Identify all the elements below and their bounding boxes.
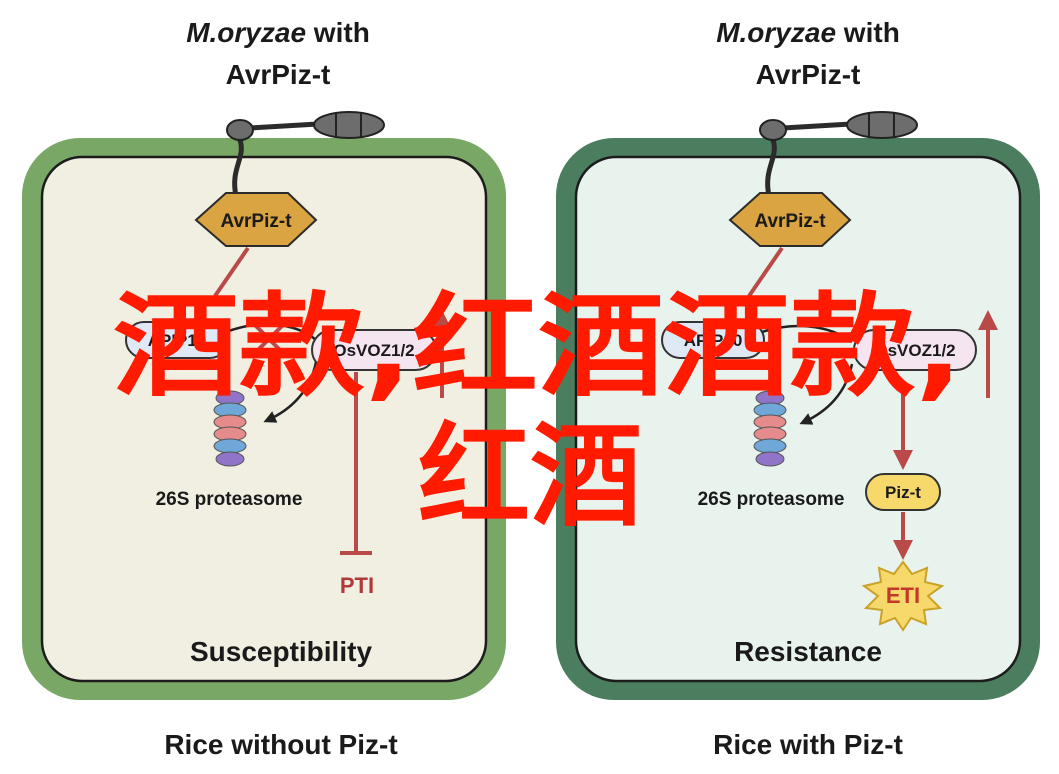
effector-hexagon: [194, 192, 318, 247]
pizt-oval: [865, 473, 941, 511]
proteasome-label: 26S proteasome: [156, 489, 303, 510]
effector-apip-link: [213, 246, 250, 298]
effector-apip-link: [747, 246, 784, 298]
title-with: with: [306, 17, 370, 48]
apip10-oval: [661, 321, 765, 359]
outcome-label: Resistance: [734, 636, 882, 667]
pti-label: PTI: [340, 573, 374, 598]
eti-label: ETI: [886, 583, 920, 608]
osvoz-proteasome-arrow: [799, 363, 854, 425]
osvoz-oval: [311, 329, 437, 371]
panel-title-line1: M.oryzae with: [186, 17, 370, 48]
osvoz-label: OsVOZ1/2: [874, 341, 955, 360]
proteasome-icon: [213, 390, 247, 467]
title-with: with: [836, 17, 900, 48]
watermark-line2: 红酒: [418, 412, 642, 542]
inhibition-cross-icon: [253, 323, 285, 355]
pizt-label: Piz-t: [885, 483, 921, 502]
panel-title-line2: AvrPiz-t: [226, 59, 331, 90]
effector-label: AvrPiz-t: [220, 211, 292, 232]
panel-susceptibility: M.oryzae with AvrPiz-t AvrPiz-t APIP10: [22, 17, 506, 760]
osvoz-label: OsVOZ1/2: [333, 341, 414, 360]
eti-burst-icon: [861, 560, 945, 632]
watermark-line1: 酒款,红酒酒款,: [113, 282, 963, 412]
osvoz-proteasome-arrow: [263, 361, 318, 423]
fungus-icon: [759, 111, 918, 197]
effector-label: AvrPiz-t: [754, 211, 826, 232]
proteasome-icon: [753, 390, 787, 467]
panel-resistance: M.oryzae with AvrPiz-t AvrPiz-t APIP10 O…: [556, 17, 1040, 760]
apip-osvoz-link: [225, 323, 317, 341]
osvoz-oval: [853, 329, 977, 371]
panel-caption: Rice with Piz-t: [713, 729, 903, 760]
panel-title-line1: M.oryzae with: [716, 17, 900, 48]
proteasome-label: 26S proteasome: [698, 489, 845, 510]
pathogen-name: M.oryzae: [716, 17, 836, 48]
watermark: 酒款,红酒酒款, 红酒: [113, 282, 963, 542]
apip10-oval: [125, 321, 229, 359]
fungus-icon: [226, 111, 385, 197]
apip-osvoz-link: [761, 324, 853, 344]
apip10-label: APIP10: [684, 331, 743, 350]
pathogen-name: M.oryzae: [186, 17, 306, 48]
panel-title-line2: AvrPiz-t: [756, 59, 861, 90]
panel-caption: Rice without Piz-t: [164, 729, 397, 760]
effector-hexagon: [728, 192, 852, 247]
outcome-label: Susceptibility: [190, 636, 372, 667]
apip10-label: APIP10: [148, 331, 207, 350]
